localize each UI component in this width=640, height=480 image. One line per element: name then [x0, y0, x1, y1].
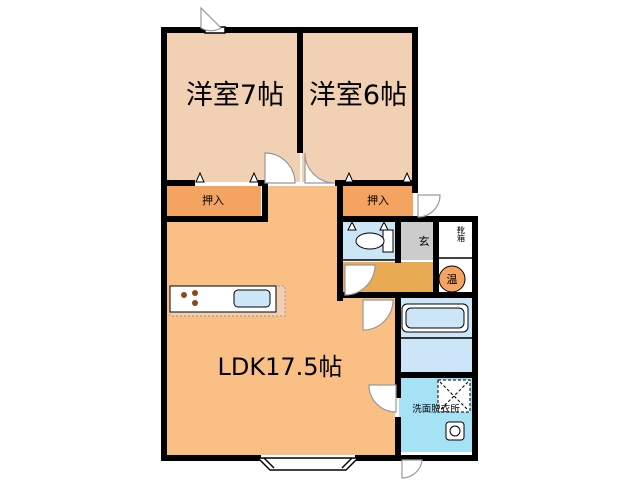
water-heater-icon: [438, 265, 466, 293]
closet-markers: [195, 171, 412, 231]
bedroom6-door: [304, 152, 336, 184]
bay-window: [256, 457, 360, 471]
washroom-fixtures: [437, 379, 471, 441]
washroom-label: 洗面脱衣所: [412, 403, 460, 415]
kitchen-counter: [169, 285, 286, 317]
toilet-icon: [355, 229, 394, 253]
closet-2-label: 押入: [367, 193, 389, 207]
doors: [200, 6, 441, 479]
kitchen-sink: [233, 289, 271, 308]
bedroom7-door: [264, 152, 296, 184]
ldk-label: LDK17.5帖: [217, 353, 342, 381]
closet-1-fill: [167, 186, 261, 216]
entrance-door: [417, 194, 441, 218]
entrance-label: 玄: [419, 234, 430, 248]
stove-burner-3: [192, 300, 198, 306]
exterior-door-bottom: [401, 459, 423, 479]
shoe-box-label: 靴箱: [457, 225, 466, 243]
exterior-door-top: [200, 6, 222, 32]
western-room-7-label: 洋室7帖: [186, 80, 284, 111]
western-room-6-label: 洋室6帖: [309, 80, 407, 111]
walls: [161, 27, 478, 461]
bath-door: [362, 299, 394, 331]
water-heater-label: 温: [447, 273, 458, 286]
bathtub-icon: [401, 303, 469, 333]
western-room-6-fill: [302, 30, 412, 182]
washroom-door: [368, 384, 397, 413]
toilet-door: [344, 264, 376, 296]
stove-burner-2: [192, 290, 198, 296]
stove-burner-1: [181, 292, 187, 298]
shoe-box-fill: [438, 222, 472, 258]
closet-1-label: 押入: [202, 193, 224, 207]
entrance-fill: [401, 222, 436, 260]
closet-2-fill: [343, 186, 413, 216]
